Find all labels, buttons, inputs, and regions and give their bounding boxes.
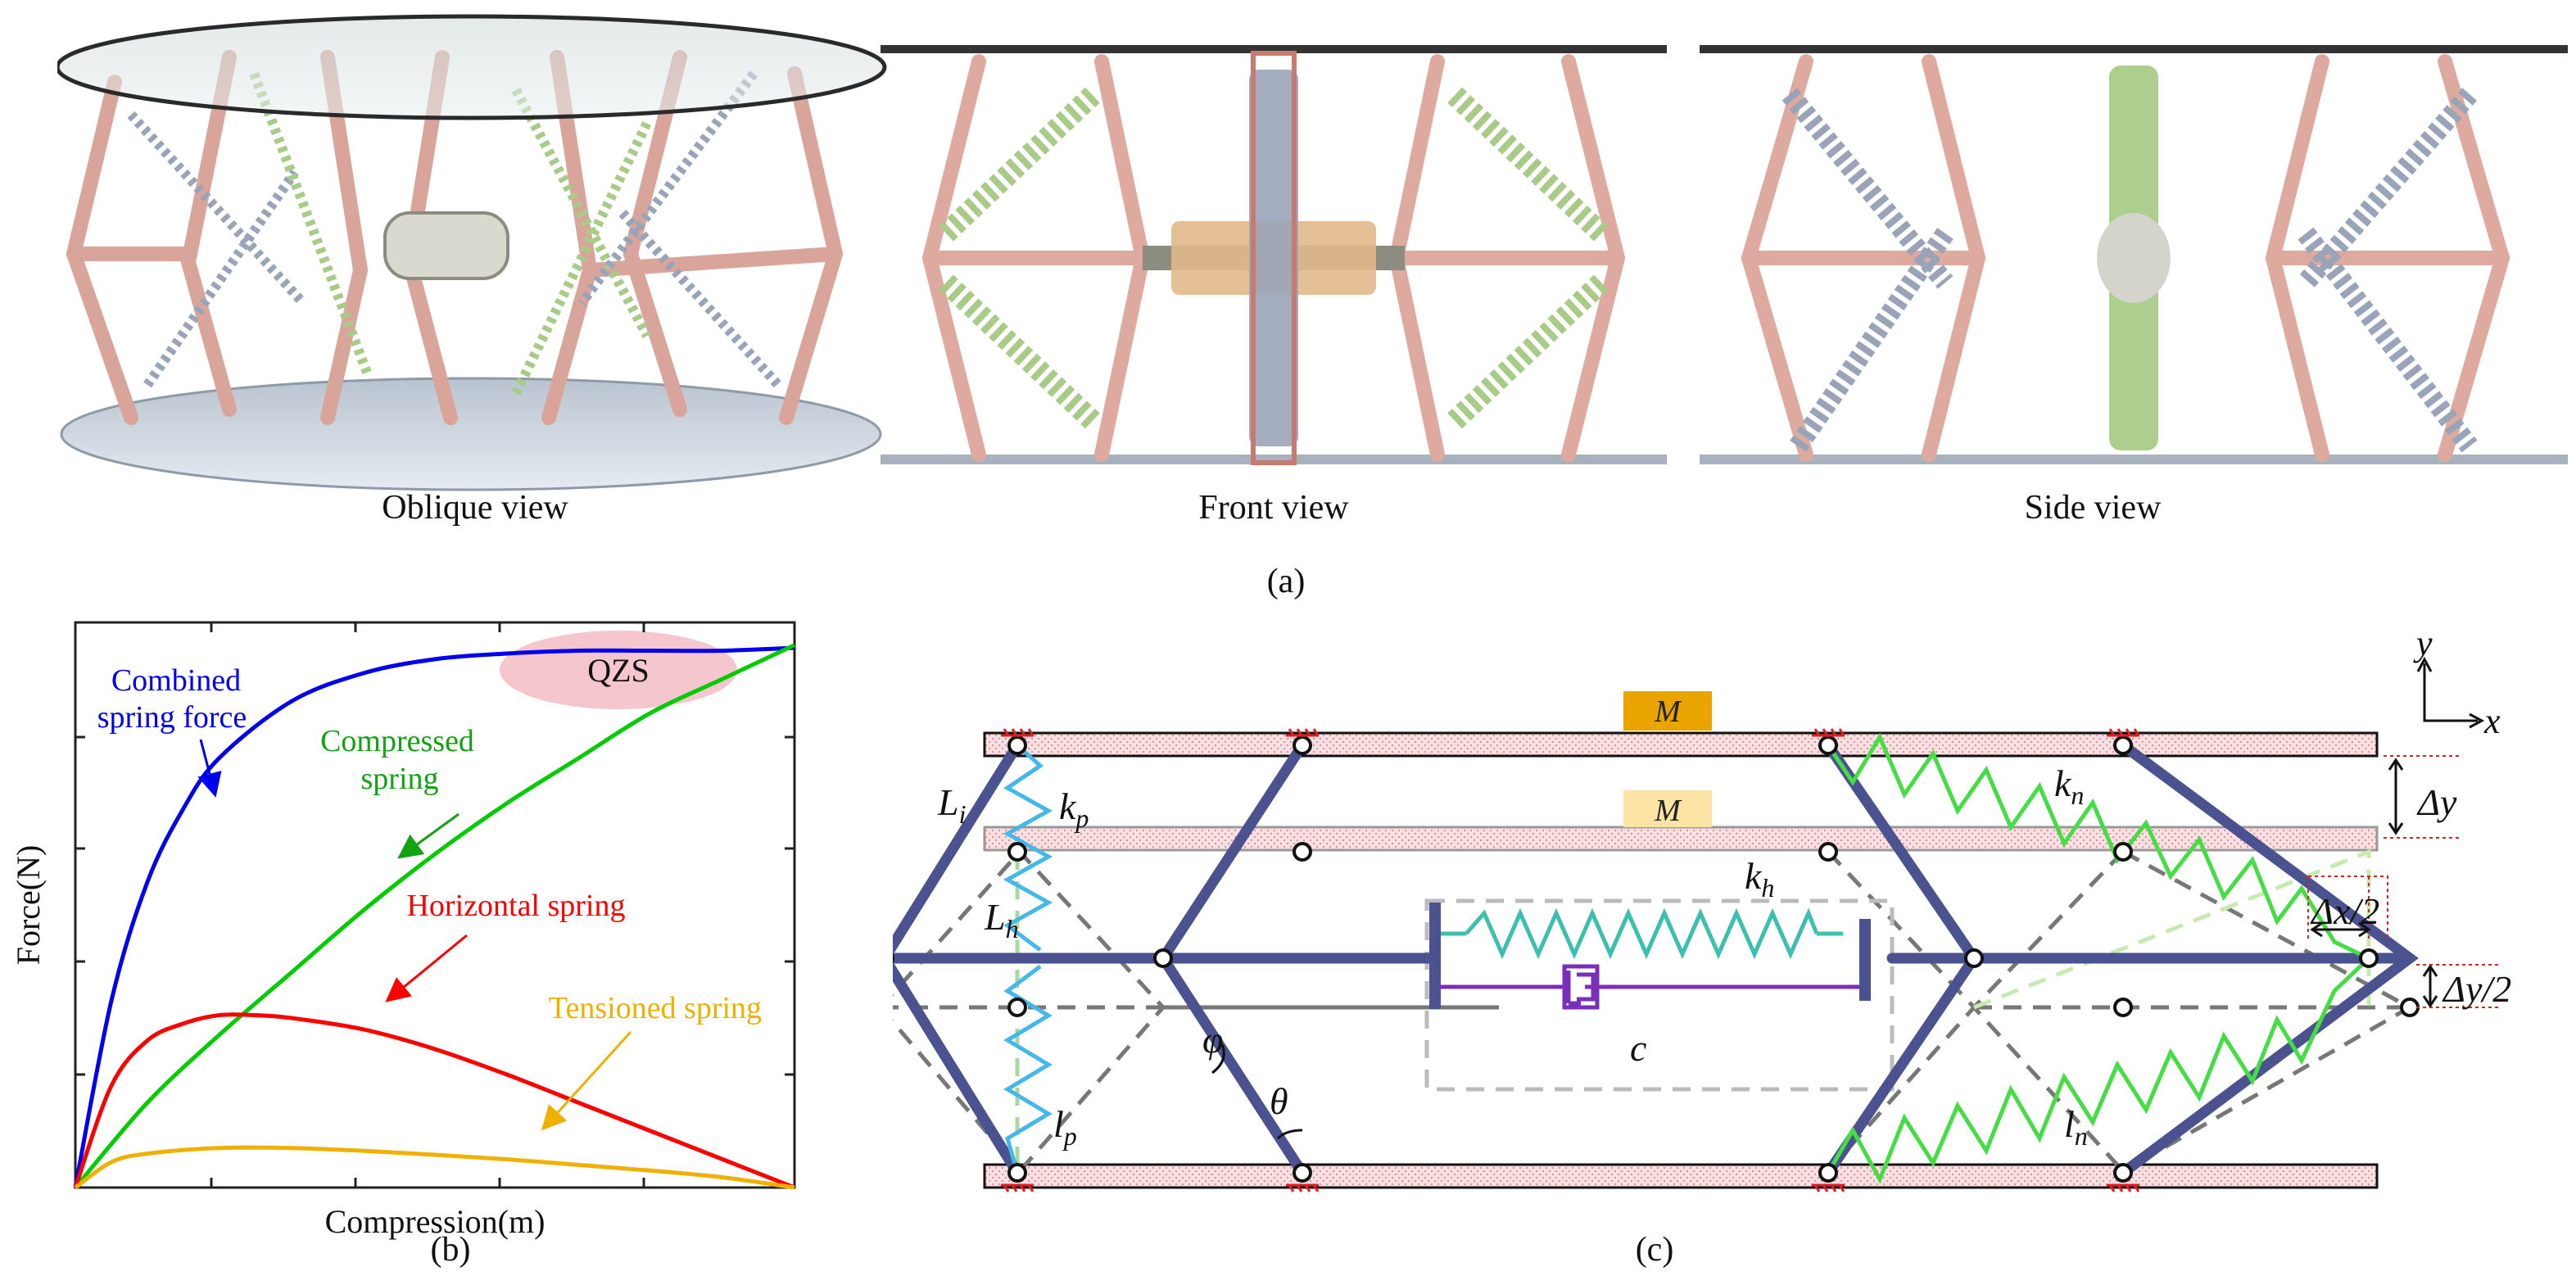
x-axis-arrowhead	[2469, 713, 2485, 729]
combined-arrow	[197, 739, 222, 798]
phi-label: φ	[1202, 1019, 1223, 1061]
ln-label: ln	[2064, 1103, 2088, 1151]
panel-c: M M	[893, 606, 2576, 1285]
tick-marks	[75, 622, 795, 1188]
x-axis-symbol: x	[2483, 701, 2501, 741]
dy-label: Δy	[2416, 781, 2457, 823]
top-plate	[983, 731, 2379, 758]
combined-label-line2: spring force	[97, 700, 247, 735]
c-label: c	[1630, 1027, 1646, 1069]
lp-label: lp	[1053, 1103, 1077, 1151]
mechanism-schematic: M M	[893, 623, 2511, 1192]
damper-body	[1562, 964, 1600, 1010]
oblique-view-illustration	[57, 14, 887, 491]
spring-kn-bottom	[1826, 957, 2370, 1184]
spring-kh-right-cap	[1859, 919, 1871, 1001]
dy-arrow	[2388, 758, 2404, 835]
ground-hatches	[1001, 728, 2140, 1192]
front-view-illustration	[881, 45, 1667, 465]
force-compression-chart: QZS Combined spring force Compressed spr…	[10, 621, 796, 1240]
panel-a: Oblique view Front view	[0, 0, 2576, 606]
series-line-horizontal-spring	[73, 1012, 795, 1190]
combined-label-line1: Combined	[111, 663, 241, 698]
mass-label-displaced: M	[1654, 794, 1682, 828]
dy2-arrow	[2422, 964, 2438, 1008]
kp-label: kp	[1059, 785, 1089, 833]
phi-arc	[1211, 1043, 1225, 1075]
theta-arc	[1276, 1129, 1303, 1140]
spring-kh	[1465, 907, 1819, 960]
tensioned-arrow	[541, 1030, 632, 1131]
panel-b-label: (b)	[430, 1231, 471, 1269]
tensioned-label: Tensioned spring	[549, 991, 762, 1025]
Li-label: Li	[937, 781, 966, 829]
side-view-caption: Side view	[2024, 489, 2162, 527]
front-view-caption: Front view	[1198, 489, 1349, 527]
dy2-label: Δy/2	[2442, 968, 2511, 1010]
x-axis-label: Compression(m)	[325, 1203, 546, 1240]
panel-a-label: (a)	[1266, 563, 1306, 600]
panel-c-label: (c)	[1635, 1231, 1674, 1269]
series-line-combined-spring-force	[73, 645, 795, 1188]
bottom-plate	[983, 1163, 2379, 1189]
spring-kh-left-cap	[1429, 903, 1441, 1009]
compressed-arrow	[397, 812, 460, 859]
kn-label: kn	[2054, 762, 2084, 810]
series-line-compressed-spring	[74, 643, 796, 1189]
mass-block-displaced	[1623, 790, 1712, 827]
kh-label: kh	[1745, 855, 1774, 903]
panel-b: QZS Combined spring force Compressed spr…	[0, 606, 819, 1285]
plot-frame	[74, 621, 796, 1189]
spring-lp	[1003, 965, 1053, 1174]
mass-label: M	[1654, 695, 1682, 729]
side-view-illustration	[1700, 45, 2568, 464]
dx2-arrow	[2310, 921, 2371, 938]
compressed-label-line1: Compressed	[320, 724, 474, 758]
Lh-label: Lh	[984, 896, 1019, 943]
oblique-view-caption: Oblique view	[382, 489, 568, 527]
series-layer	[73, 643, 796, 1190]
compressed-label-line2: spring	[361, 762, 439, 796]
coordinate-axes	[2423, 663, 2478, 722]
middle-plate	[983, 826, 2379, 852]
theta-label: θ	[1270, 1080, 1288, 1122]
horizontal-arrow	[385, 934, 468, 1002]
y-axis-symbol: y	[2413, 623, 2433, 663]
spring-kn-top	[1826, 732, 2370, 961]
horizontal-label: Horizontal spring	[406, 889, 625, 923]
y-axis-label: Force(N)	[10, 845, 47, 966]
series-line-tensioned-spring	[74, 1145, 795, 1190]
qzs-label: QZS	[587, 652, 650, 689]
damper	[1440, 971, 1859, 1006]
dx2-label: Δx/2	[2310, 890, 2379, 932]
pin-joints	[893, 735, 2420, 1183]
y-axis-arrowhead	[2416, 656, 2433, 672]
mass-block	[1623, 691, 1712, 731]
spring-kp	[1003, 744, 1053, 952]
